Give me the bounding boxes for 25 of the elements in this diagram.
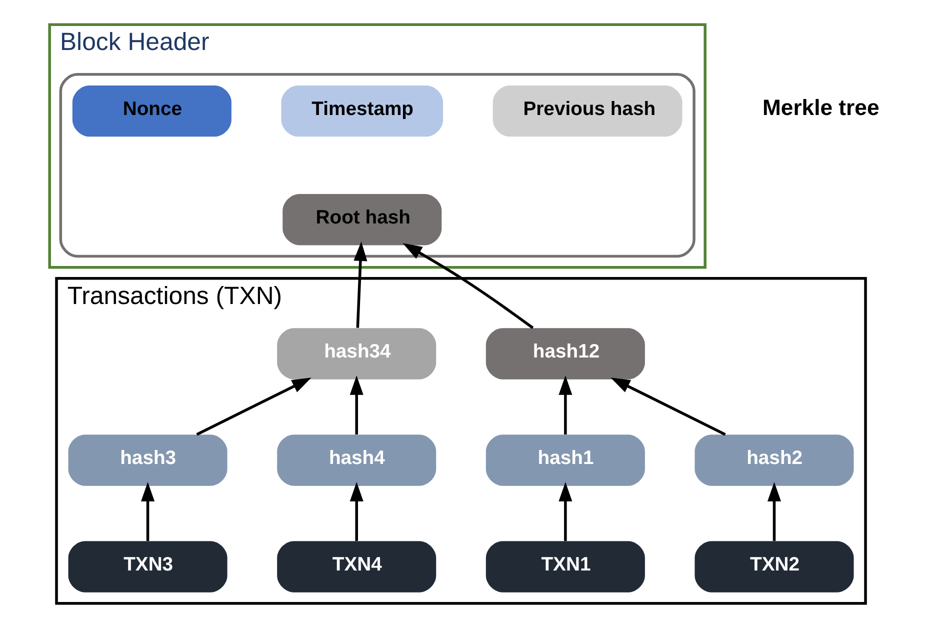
node-box: Timestamp [281, 85, 444, 137]
arrow [141, 482, 155, 541]
node-box: TXN1 [486, 541, 645, 592]
arrow [350, 482, 364, 541]
node-box: TXN4 [277, 541, 436, 592]
node-box: Root hash [282, 194, 442, 246]
node-box: hash2 [694, 434, 854, 486]
arrow [767, 482, 782, 541]
arrow [558, 482, 572, 541]
arrow [350, 376, 364, 434]
node-box: Nonce [72, 85, 232, 137]
node-box: hash4 [277, 434, 436, 486]
arrow [610, 378, 726, 436]
node-box: hash1 [486, 434, 645, 486]
node-box: Previous hash [492, 85, 682, 137]
arrow [558, 376, 572, 434]
node-box: TXN2 [694, 541, 854, 592]
node-box: TXN3 [68, 541, 228, 592]
label: Merkle tree [762, 94, 880, 120]
node-box: hash34 [277, 328, 436, 380]
node-box: hash3 [68, 434, 228, 486]
arrow [402, 243, 534, 329]
arrow [354, 242, 368, 328]
node-box: hash12 [486, 328, 645, 380]
arrow [196, 378, 312, 436]
